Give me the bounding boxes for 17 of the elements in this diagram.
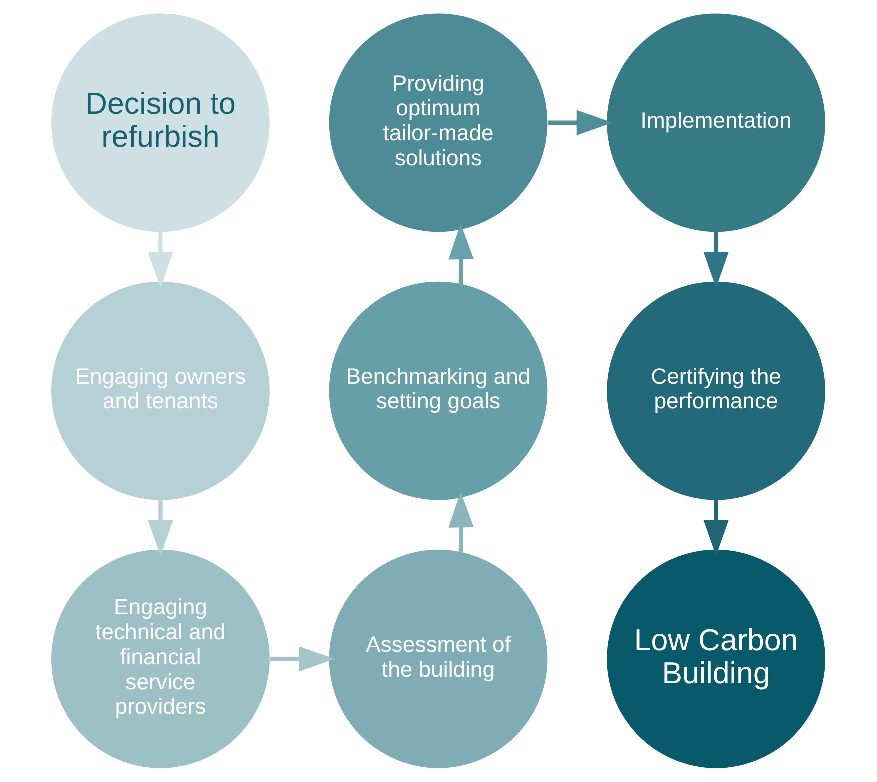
node-circle: Decision to refurbish — [52, 14, 270, 232]
node-circle: Benchmarking and setting goals — [329, 282, 548, 500]
arrow — [704, 232, 729, 288]
arrow — [148, 232, 174, 288]
node-circle: Implementation — [607, 14, 826, 232]
arrow — [270, 646, 336, 672]
arrow — [548, 110, 613, 136]
arrow — [704, 500, 729, 556]
arrow — [148, 500, 174, 556]
arrow — [448, 492, 474, 552]
node-circle: Engaging technical and financial service providers — [52, 550, 270, 768]
arrow — [448, 224, 474, 284]
node-circle: Providing optimum tailor-made solutions — [329, 14, 548, 232]
node-circle: Assessment of the building — [329, 550, 548, 768]
node-circle: Engaging owners and tenants — [52, 282, 270, 500]
node-circle: Low Carbon Building — [607, 550, 826, 768]
node-circle: Certifying the performance — [607, 282, 826, 500]
